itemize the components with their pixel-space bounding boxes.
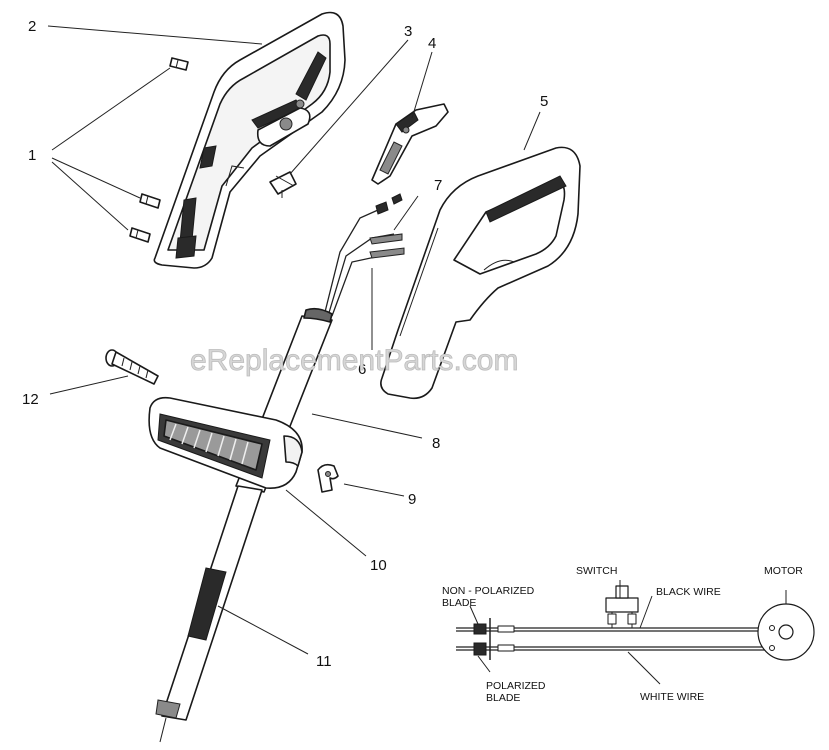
callout-1: 1 — [28, 147, 36, 164]
lower-shaft — [155, 485, 263, 743]
callout-3: 3 — [404, 23, 412, 40]
callout-numbers: 2 1 3 4 5 7 6 12 8 9 10 11 — [22, 18, 548, 670]
callout-9: 9 — [408, 491, 416, 508]
callout-4: 4 — [428, 35, 436, 52]
callout-6: 6 — [358, 361, 366, 378]
callout-7: 7 — [434, 177, 442, 194]
callout-8: 8 — [432, 435, 440, 452]
screw-top — [169, 57, 189, 71]
handle-nut — [317, 463, 339, 493]
handle-housing-right — [380, 146, 581, 400]
screw-middle — [139, 193, 161, 209]
switch-symbol — [605, 580, 639, 628]
handle-housing-left — [153, 11, 346, 269]
callout-11: 11 — [316, 653, 332, 670]
callout-12: 12 — [22, 391, 39, 408]
watermark: eReplacementParts.com — [190, 344, 518, 377]
leader-lines — [47, 25, 541, 655]
handle-bolt — [105, 349, 159, 385]
trigger-switch — [371, 103, 449, 185]
screw-bottom — [129, 227, 151, 243]
auxiliary-handle — [148, 396, 303, 489]
wire-clip — [269, 171, 297, 198]
polarized-blade — [473, 642, 487, 656]
wiring-schematic — [456, 580, 815, 685]
callout-5: 5 — [540, 93, 548, 110]
polarized-label-line2: BLADE — [486, 692, 520, 704]
white-wire-label: WHITE WIRE — [640, 691, 704, 703]
wire-harness — [323, 193, 405, 317]
non-polarized-label-line1: NON - POLARIZED — [442, 585, 535, 597]
non-polarized-blade — [473, 623, 487, 635]
motor-symbol — [757, 590, 815, 661]
wiring-labels: SWITCH MOTOR BLACK WIRE WHITE WIRE NON -… — [442, 565, 803, 704]
callout-2: 2 — [28, 18, 36, 35]
switch-label: SWITCH — [576, 565, 617, 577]
callout-10: 10 — [370, 557, 387, 574]
black-wire-label: BLACK WIRE — [656, 586, 721, 598]
motor-label: MOTOR — [764, 565, 803, 577]
non-polarized-label-line2: BLADE — [442, 597, 476, 609]
polarized-label-line1: POLARIZED — [486, 680, 546, 692]
